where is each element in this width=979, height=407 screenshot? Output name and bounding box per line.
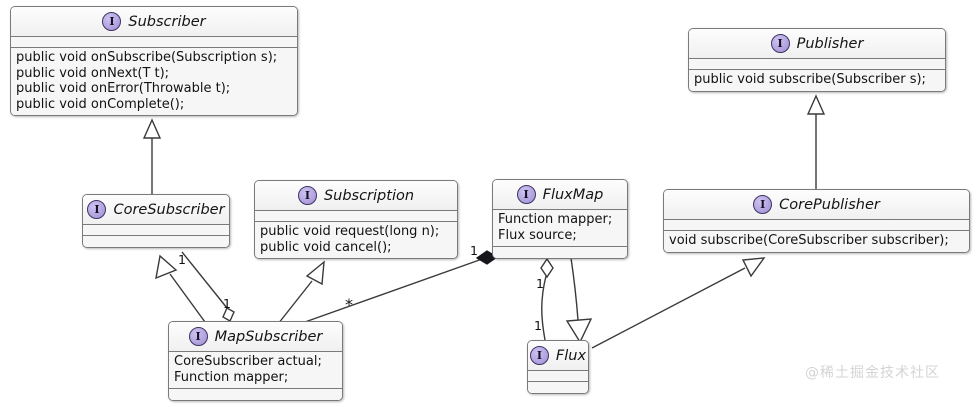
class-member: public void cancel(); [260,239,392,255]
edge-mapsubscriber-to-subscription [277,260,325,325]
class-name-label: Flux [555,347,587,364]
class-member: public void onComplete(); [16,96,185,112]
class-member: void subscribe(CoreSubscriber subscriber… [669,233,949,248]
attributes-compartment-core-subscriber [83,225,229,236]
watermark-text: @稀土掘金技术社区 [805,365,940,381]
interface-icon: I [297,186,317,205]
class-box-flux-map[interactable]: I FluxMap Function mapper; Flux source; [492,179,628,259]
class-box-subscription[interactable]: I Subscription public void request(long … [254,180,458,259]
class-name-label: CorePublisher [779,196,880,213]
class-member: CoreSubscriber actual; [174,354,322,369]
class-title-map-subscriber: I MapSubscriber [169,322,342,352]
edge-label-fluxmap-composition-multiplicity: 1 [470,243,478,258]
methods-compartment-core-subscriber [83,236,229,247]
methods-compartment-core-publisher: void subscribe(CoreSubscriber subscriber… [664,231,969,252]
class-member: public void onNext(T t); [16,65,170,81]
class-name-label: FluxMap [542,186,604,203]
class-member: Function mapper; [174,369,289,385]
class-member: Flux source; [498,227,577,243]
methods-compartment-flux [528,382,588,393]
methods-compartment-map-subscriber [169,389,342,400]
class-box-core-publisher[interactable]: I CorePublisher void subscribe(CoreSubsc… [663,189,970,253]
edge-label-flux-aggregation-top: 1 [536,276,544,291]
class-title-subscription: I Subscription [255,181,457,211]
class-box-core-subscriber[interactable]: I CoreSubscriber [82,194,230,248]
class-name-label: Subscriber [128,13,206,30]
class-title-core-subscriber: I CoreSubscriber [83,195,229,225]
edge-coresubscriber-aggregates-mapsubscriber [181,251,235,322]
class-name-label: Publisher [796,35,864,52]
class-box-publisher[interactable]: I Publisher public void subscribe(Subscr… [688,28,946,92]
class-title-flux-map: I FluxMap [493,180,627,210]
attributes-compartment-core-publisher [664,220,969,231]
interface-icon: I [529,346,549,365]
edge-label-flux-aggregation-bottom: 1 [534,318,542,333]
class-member: public void onSubscribe(Subscription s); [16,50,278,65]
attributes-compartment-map-subscriber: CoreSubscriber actual; Function mapper; [169,352,342,389]
methods-compartment-publisher: public void subscribe(Subscriber s); [689,70,945,91]
methods-compartment-subscription: public void request(long n); public void… [255,222,457,258]
class-box-subscriber[interactable]: I Subscriber public void onSubscribe(Sub… [10,6,298,116]
interface-icon: I [102,12,122,31]
class-member: public void onError(Throwable t); [16,81,231,96]
class-title-subscriber: I Subscriber [11,7,297,37]
edge-flux-to-corepublisher [591,257,766,349]
class-title-flux: I Flux [528,341,588,371]
attributes-compartment-subscription [255,211,457,222]
class-name-label: Subscription [323,187,415,204]
class-title-publisher: I Publisher [689,29,945,59]
edge-flux-to-fluxmap [565,257,593,344]
class-member: Function mapper; [498,212,613,227]
methods-compartment-flux-map [493,247,627,258]
edge-label-mapsubscriber-multiplicity: 1 [223,296,231,311]
methods-compartment-subscriber: public void onSubscribe(Subscription s);… [11,48,297,115]
attributes-compartment-flux [528,371,588,382]
interface-icon: I [753,195,773,214]
edge-label-coresubscriber-multiplicity: 1 [178,252,186,267]
attributes-compartment-flux-map: Function mapper; Flux source; [493,210,627,247]
class-box-map-subscriber[interactable]: I MapSubscriber CoreSubscriber actual; F… [168,321,343,401]
interface-icon: I [188,327,208,346]
edge-fluxmap-aggregates-flux [540,257,554,341]
edge-mapsubscriber-to-coresubscriber [155,254,206,323]
class-member: public void request(long n); [260,224,440,239]
attributes-compartment-subscriber [11,37,297,48]
class-box-flux[interactable]: I Flux [527,340,589,394]
class-name-label: CoreSubscriber [113,201,225,218]
edge-fluxmap-composes-mapsubscriber [304,250,499,323]
interface-icon: I [770,34,790,53]
class-member: public void subscribe(Subscriber s); [694,72,926,87]
edge-coresubscriber-to-subscriber [142,118,162,195]
interface-icon: I [87,200,107,219]
attributes-compartment-publisher [689,59,945,70]
interface-icon: I [516,185,536,204]
class-title-core-publisher: I CorePublisher [664,190,969,220]
class-name-label: MapSubscriber [214,328,323,345]
edge-corepublisher-to-publisher [806,94,826,190]
edge-label-mapsubscriber-many: * [345,295,353,314]
